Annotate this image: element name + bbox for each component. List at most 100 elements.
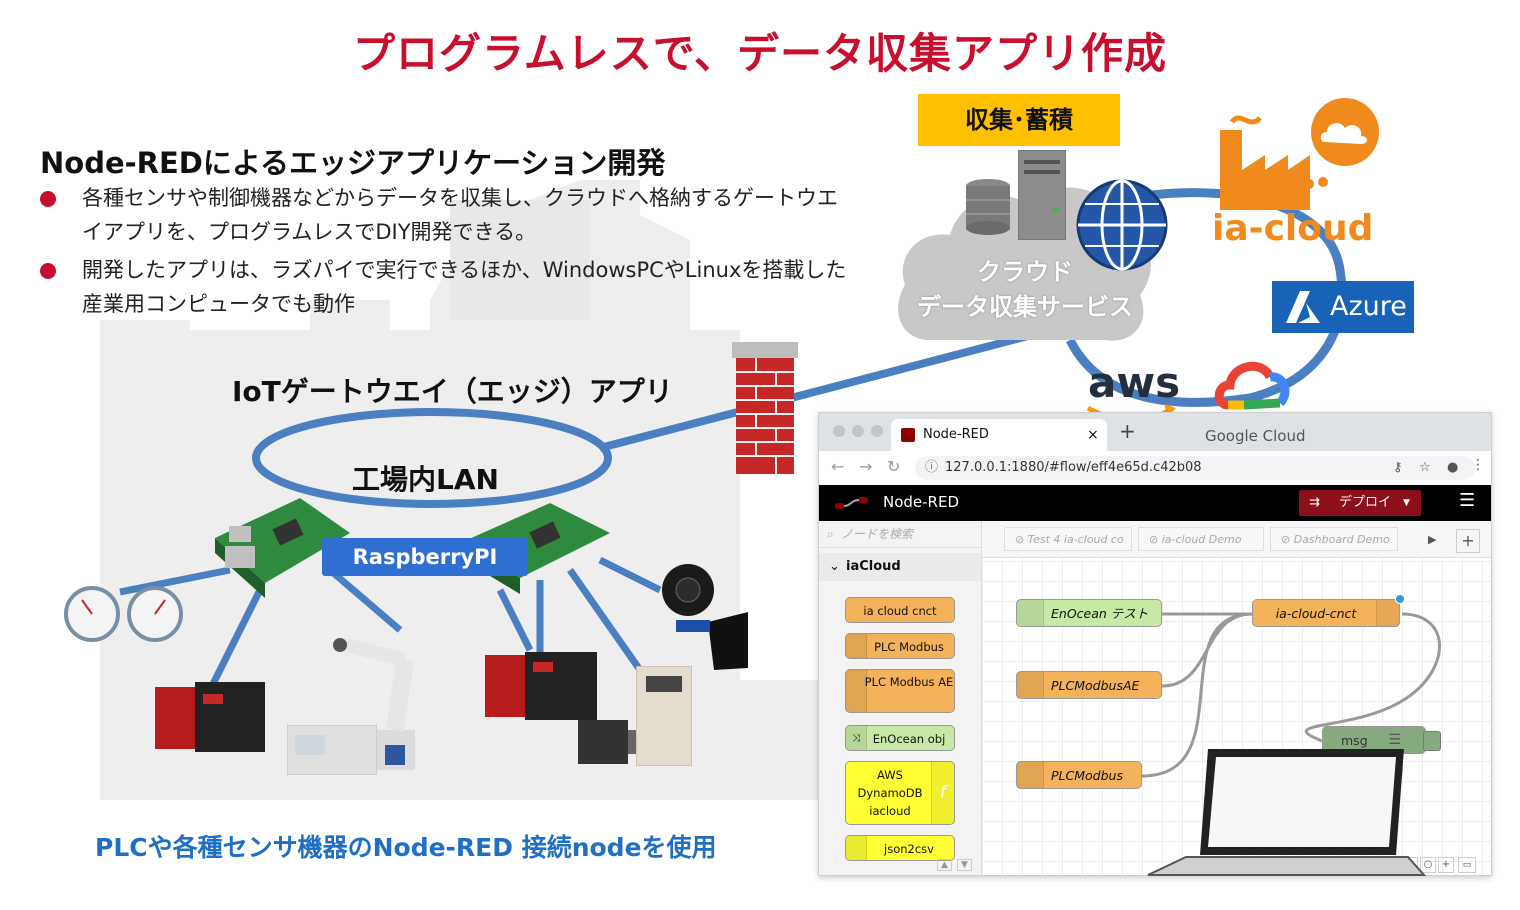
window-minimize-dot[interactable] (852, 425, 864, 437)
tab-test4[interactable]: ⊘ Test 4 ia-cloud co (1004, 527, 1132, 551)
deploy-button[interactable]: ⇉ デプロイ ▼ (1299, 490, 1421, 516)
disabled-flow-icon: ⊘ (1015, 533, 1028, 546)
back-arrow-icon[interactable]: ← (831, 457, 845, 476)
iacloud-node-icon (1017, 762, 1044, 788)
palette-node-aws-dynamodb[interactable]: AWS DynamoDB iacloud f (845, 761, 955, 825)
forward-arrow-icon[interactable]: → (859, 457, 873, 476)
palette-collapse-up-icon[interactable]: ▲ (937, 859, 952, 871)
url-input[interactable]: ⓘ 127.0.0.1:1880/#flow/eff4e65d.c42b08 ⚷… (915, 456, 1475, 480)
palette-node-label: PLC Modbus (874, 640, 944, 654)
palette-node-label: PLC Modbus AE (864, 675, 954, 689)
plc-controller-icon (155, 682, 265, 752)
zoom-reset-icon[interactable]: ○ (1420, 857, 1436, 873)
bullet-text: 各種センサや制御機器などからデータを収集し、クラウドへ格納するゲートウエイアプリ… (82, 186, 838, 244)
bookmark-star-icon[interactable]: ☆ (1419, 460, 1431, 475)
palette-category-iacloud[interactable]: ⌄ iaCloud (819, 553, 981, 581)
firewall-icon (732, 342, 798, 474)
google-cloud-logo-icon (1214, 361, 1290, 410)
lan-label: 工場内LAN (352, 463, 499, 496)
flow-node-iacloud-cnct[interactable]: ia-cloud-cnct (1252, 594, 1405, 627)
workspace-tab-label: ia-cloud Demo (1161, 533, 1242, 546)
azure-logo-icon (1286, 291, 1320, 323)
browser-menu-icon[interactable]: ⋮ (1471, 457, 1485, 473)
laptop-icon (1147, 749, 1426, 876)
flow-wires (1141, 612, 1441, 778)
bottom-caption: PLCや各種センサ機器のNode-RED 接続nodeを使用 (95, 833, 717, 862)
flow-node-label: msg (1341, 733, 1368, 748)
robot-arm-icon (333, 638, 415, 770)
flow-node-enocean-test[interactable]: EnOcean テスト (1016, 599, 1162, 627)
tab-close-icon[interactable]: × (1087, 427, 1099, 443)
iacloud-node-icon (1376, 600, 1399, 626)
palette-collapse-down-icon[interactable]: ▼ (957, 859, 972, 871)
url-text: 127.0.0.1:1880/#flow/eff4e65d.c42b08 (945, 460, 1202, 475)
file-icon (846, 836, 867, 860)
iot-gateway-label: IoTゲートウエイ（エッジ）アプリ (232, 375, 673, 408)
search-icon: ⌕ (827, 527, 834, 541)
slide-title: プログラムレスで、データ収集アプリ作成 (352, 29, 1168, 78)
iacloud-node-icon (1017, 672, 1044, 698)
cloud-label-line2: データ収集サービス (917, 293, 1133, 321)
webcam-icon (662, 564, 748, 670)
bullet-dot-icon (40, 263, 56, 279)
google-cloud-label: Google Cloud (1205, 427, 1306, 445)
flow-node-plcmodbus[interactable]: PLCModbus (1016, 761, 1142, 789)
window-close-dot[interactable] (833, 425, 845, 437)
palette-node-enocean-obj[interactable]: ⤨ EnOcean obj (845, 725, 955, 751)
browser-tab-bar: Node-RED × + Google Cloud (819, 413, 1491, 451)
globe-icon (1076, 179, 1168, 271)
cloud-label-line1: クラウド (977, 258, 1073, 286)
reload-icon[interactable]: ↻ (887, 457, 901, 476)
browser-tab[interactable]: Node-RED × (891, 419, 1107, 451)
cloud-dots-icon (1290, 98, 1379, 189)
azure-label: Azure (1330, 291, 1407, 322)
info-icon[interactable]: ⓘ (925, 460, 939, 475)
azure-badge: Azure (1272, 281, 1414, 333)
function-icon: f (931, 762, 954, 824)
chevron-down-icon: ⌄ (829, 559, 840, 574)
servo-drive-icon (636, 666, 692, 766)
workspace-tab-label: Test 4 ia-cloud co (1027, 533, 1124, 546)
flow-node-label: ia-cloud-cnct (1275, 606, 1357, 621)
palette-node-plc-modbus-ae[interactable]: PLC Modbus AE (845, 669, 955, 713)
palette-node-json2csv[interactable]: json2csv (845, 835, 955, 861)
add-flow-button[interactable]: + (1456, 529, 1480, 553)
iacloud-node-icon (846, 634, 867, 658)
profile-icon[interactable]: ● (1447, 460, 1459, 475)
debug-toggle-button[interactable] (1423, 731, 1441, 751)
factory-icon (1220, 115, 1310, 210)
raspberrypi-label: RaspberryPI (322, 538, 528, 576)
tab-iacloud-demo[interactable]: ⊘ ia-cloud Demo (1138, 527, 1264, 551)
browser-window: Node-RED × + Google Cloud ← → ↻ ⓘ 127.0.… (818, 412, 1492, 876)
collect-store-badge: 収集･蓄積 (918, 94, 1120, 146)
bullet-text: 開発したアプリは、ラズパイで実行できるほか、WindowsPCやLinuxを搭載… (82, 258, 847, 316)
debug-list-icon: ☰ (1388, 732, 1401, 748)
palette-node-plc-modbus[interactable]: PLC Modbus (845, 633, 955, 659)
tab-scroll-right-icon[interactable]: ▶ (1428, 533, 1437, 546)
workspace-tab-label: Dashboard Demo (1293, 533, 1390, 546)
zoom-in-icon[interactable]: + (1438, 857, 1454, 873)
palette-node-iacloud-cnct[interactable]: ia cloud cnct (845, 597, 955, 623)
inverter-cabinet-icon (287, 725, 377, 775)
navigator-icon[interactable]: ▭ (1458, 857, 1476, 873)
server-icon (1018, 150, 1066, 240)
nodered-app-title: Node-RED (883, 493, 960, 511)
flow-workspace[interactable]: ⊘ Test 4 ia-cloud co ⊘ ia-cloud Demo ⊘ D… (982, 521, 1491, 875)
flow-node-label: PLCModbus (1051, 768, 1123, 783)
palette-node-label: json2csv (884, 842, 934, 856)
key-icon[interactable]: ⚷ (1393, 460, 1403, 475)
palette-node-label: AWS DynamoDB iacloud (857, 768, 923, 818)
nodered-logo-icon (835, 497, 868, 509)
hamburger-menu-icon[interactable]: ☰ (1459, 490, 1476, 511)
deploy-dropdown-icon[interactable]: ▼ (1403, 498, 1410, 508)
node-palette: ⌕ ノードを検索 ⌄ iaCloud ia cloud cnct PLC Mod… (819, 521, 982, 875)
raspberry-pi-board-icon (215, 498, 350, 598)
new-tab-button[interactable]: + (1119, 419, 1136, 443)
window-maximize-dot[interactable] (871, 425, 883, 437)
nodered-header: Node-RED ⇉ デプロイ ▼ ☰ (819, 485, 1491, 521)
browser-address-bar: ← → ↻ ⓘ 127.0.0.1:1880/#flow/eff4e65d.c4… (819, 451, 1491, 486)
flow-node-plcmodbusae[interactable]: PLCModbusAE (1016, 671, 1162, 699)
palette-search[interactable]: ⌕ ノードを検索 (819, 521, 981, 548)
palette-node-label: EnOcean obj (872, 732, 946, 746)
tab-dashboard-demo[interactable]: ⊘ Dashboard Demo (1270, 527, 1398, 551)
